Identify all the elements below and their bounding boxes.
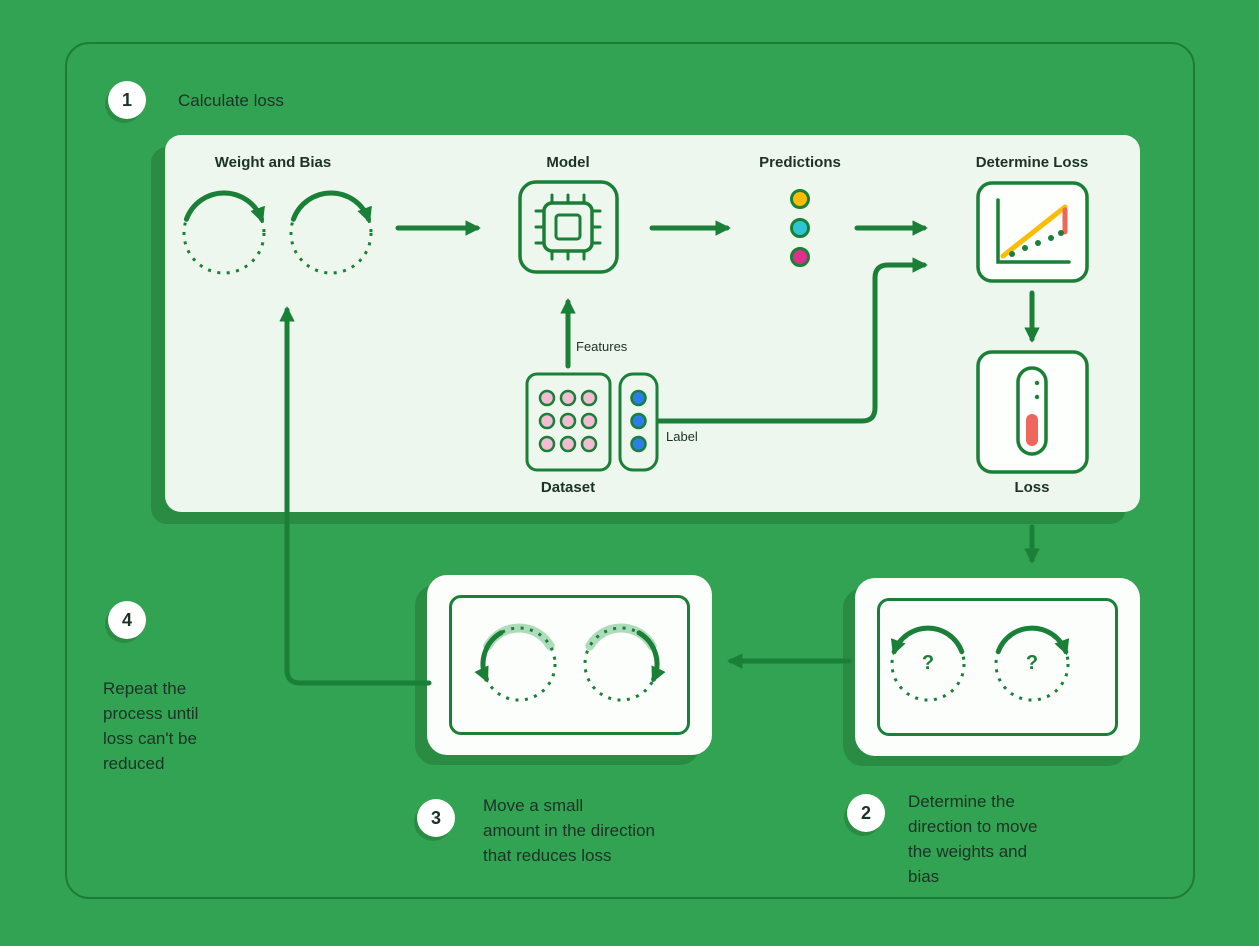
step1-badge: 1	[108, 81, 146, 119]
dataset-label: Dataset	[540, 479, 596, 496]
step1-number: 1	[121, 89, 132, 110]
step3-line: that reduces loss	[483, 846, 612, 865]
step4-number: 4	[121, 609, 132, 630]
step3-line: Move a small	[483, 796, 584, 815]
step4-badge: 4	[108, 601, 146, 639]
determine-direction-panel-inner-border	[877, 598, 1118, 736]
step2-line: the weights and	[908, 842, 1028, 861]
step2-description: Determine the direction to move the weig…	[908, 789, 1037, 889]
features-label: Features	[576, 339, 628, 354]
step3-number: 3	[430, 807, 441, 828]
step4-line: loss can't be	[103, 729, 197, 748]
step1-title: Calculate loss	[178, 91, 284, 110]
determine-direction-panel	[855, 578, 1140, 756]
determine-loss-label: Determine Loss	[975, 154, 1089, 171]
step3-description: Move a small amount in the direction tha…	[483, 793, 655, 868]
step3-line: amount in the direction	[483, 821, 655, 840]
step4-line: process until	[103, 704, 199, 723]
model-label: Model	[546, 154, 590, 171]
predictions-label: Predictions	[759, 154, 841, 171]
step2-line: bias	[908, 867, 940, 886]
step2-number: 2	[860, 802, 871, 823]
step2-badge: 2	[847, 794, 885, 832]
calculate-loss-panel	[165, 135, 1140, 512]
diagram-border	[65, 42, 1195, 899]
step4-line: Repeat the	[103, 679, 187, 698]
move-small-amount-panel-inner-border	[449, 595, 690, 735]
weight-question-mark: ?	[921, 652, 935, 674]
weight-and-bias-label: Weight and Bias	[214, 154, 332, 171]
move-small-amount-panel	[427, 575, 712, 755]
step2-line: direction to move	[908, 817, 1038, 836]
step3-badge: 3	[417, 799, 455, 837]
step4-line: reduced	[103, 754, 165, 773]
step4-description: Repeat the process until loss can't be r…	[103, 676, 198, 776]
label-label: Label	[666, 429, 698, 444]
bias-question-mark: ?	[1025, 652, 1039, 674]
loss-label: Loss	[1014, 479, 1050, 496]
step2-line: Determine the	[908, 792, 1015, 811]
